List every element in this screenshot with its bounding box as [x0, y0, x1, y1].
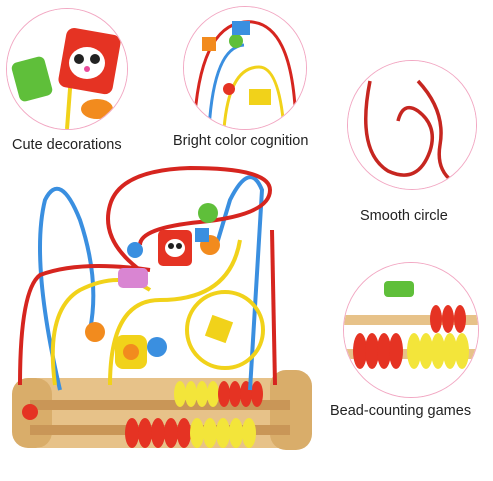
color-inset-art [184, 7, 306, 129]
wire-blue-right [213, 175, 265, 391]
beads-inset [343, 262, 479, 398]
wire-yellow [108, 239, 242, 386]
wire-red-outer [18, 264, 151, 386]
color-caption: Bright color cognition [173, 133, 309, 149]
circle-inset [347, 60, 477, 190]
beads-inset-art [344, 263, 478, 397]
bead-maze-toy [0, 150, 493, 481]
bead-maze-illustration [12, 165, 312, 450]
decorations-inset [6, 8, 128, 130]
circle-inset-art [348, 61, 476, 189]
wire-red-loop [106, 165, 273, 272]
beads-caption: Bead-counting games [330, 403, 472, 419]
decorations-caption: Cute decorations [12, 137, 122, 153]
decorations-inset-art [7, 9, 127, 129]
counting-beads-top [174, 381, 263, 407]
counting-beads-bottom [125, 418, 256, 448]
circle-caption: Smooth circle [360, 208, 448, 224]
wire-blue-left [38, 186, 96, 391]
color-inset [183, 6, 307, 130]
